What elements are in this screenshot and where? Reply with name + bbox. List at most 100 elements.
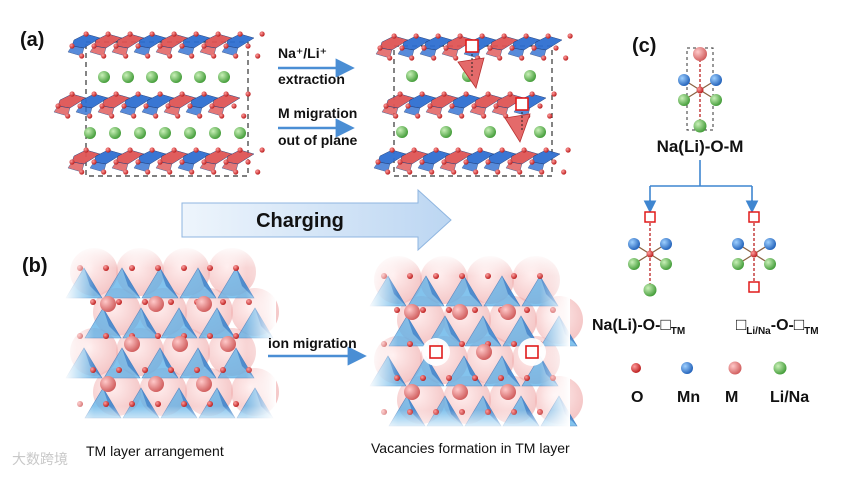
vacancy-square <box>515 97 529 111</box>
legend-label-0: O <box>631 389 643 406</box>
oxygen-atom <box>441 159 447 165</box>
oxygen-atom <box>171 31 177 37</box>
oxygen-atom <box>233 333 239 339</box>
oxygen-atom <box>507 91 513 97</box>
oxygen-atom <box>142 367 148 373</box>
alkali-ion <box>98 71 110 83</box>
legend-swatch-1 <box>681 362 693 374</box>
oxygen-atom <box>231 103 237 109</box>
alkali-atom <box>710 94 722 106</box>
oxygen-atom <box>103 333 109 339</box>
oxygen-atom <box>145 53 151 59</box>
alkali-ion <box>234 127 246 139</box>
oxygen-atom <box>113 91 119 97</box>
oxygen-atom <box>455 147 461 153</box>
oxygen-atom <box>165 103 171 109</box>
edge-fade <box>64 246 94 428</box>
oxygen-atom <box>443 45 449 51</box>
oxygen-atom <box>437 113 443 119</box>
oxygen-atom <box>517 169 523 175</box>
oxygen-atom <box>463 91 469 97</box>
oxygen-atom <box>121 103 127 109</box>
oxygen-atom <box>459 113 465 119</box>
arrow1-line2: extraction <box>278 71 345 87</box>
oxygen-atom <box>135 43 141 49</box>
alkali-ion <box>134 127 146 139</box>
oxygen-atom <box>215 147 221 153</box>
oxygen-atom <box>537 103 543 109</box>
oxygen-atom <box>157 91 163 97</box>
alkali-atom <box>732 258 744 270</box>
oxygen-atom <box>113 159 119 165</box>
oxygen-atom <box>545 33 551 39</box>
oxygen-atom <box>69 91 75 97</box>
oxygen-atom <box>209 103 215 109</box>
panel-b: (b) ion migration <box>22 246 583 432</box>
oxygen-atom <box>167 53 173 59</box>
arrow2-line1: M migration <box>278 105 357 121</box>
octahedron-shade <box>160 268 178 298</box>
oxygen-atom <box>477 147 483 153</box>
edge-fade <box>246 246 276 428</box>
oxygen-atom <box>171 147 177 153</box>
oxygen-atom <box>219 113 225 119</box>
legend-swatch-2 <box>728 361 742 375</box>
m-cation <box>148 296 164 312</box>
oxygen-atom <box>449 103 455 109</box>
oxygen-atom <box>207 333 213 339</box>
vacancy-square <box>644 211 656 223</box>
oxygen-atom <box>471 103 477 109</box>
oxygen-atom <box>547 113 553 119</box>
oxygen-atom <box>563 55 569 61</box>
ion-migration-label: ion migration <box>268 335 357 351</box>
alkali-ion-layers <box>84 71 246 139</box>
oxygen-atom <box>399 45 405 51</box>
oxygen-atom <box>187 103 193 109</box>
m-cation <box>404 384 420 400</box>
oxygen-atom <box>435 33 441 39</box>
alkali-atom <box>660 258 672 270</box>
legend-swatch-3 <box>773 361 787 375</box>
m-atom <box>693 47 707 61</box>
oxygen-atom <box>189 53 195 59</box>
oxygen-atom <box>529 159 535 165</box>
oxygen-atom <box>255 169 261 175</box>
oxygen-atom <box>459 341 465 347</box>
migrated-m-octahedron <box>457 57 485 89</box>
oxygen-atom <box>646 250 654 258</box>
oxygen-atom <box>457 33 463 39</box>
oxygen-atom <box>441 91 447 97</box>
oxygen-atom <box>91 43 97 49</box>
oxygen-atom <box>259 147 265 153</box>
oxygen-atom <box>561 169 567 175</box>
vacancy-square <box>429 345 443 359</box>
octahedron-shade <box>103 308 121 338</box>
alkali-ion <box>84 127 96 139</box>
oxygen-atom <box>233 169 239 175</box>
oxygen-atom <box>145 169 151 175</box>
oxygen-atom <box>155 333 161 339</box>
oxygen-atom <box>223 91 229 97</box>
oxygen-atom <box>397 159 403 165</box>
tm-layer-middle <box>381 91 557 119</box>
octahedron-shade <box>407 316 425 346</box>
alkali-ion <box>396 126 408 138</box>
m-cation <box>404 304 420 320</box>
oxygen-atom <box>87 113 93 119</box>
oxygen-atom <box>419 91 425 97</box>
oxygen-atom <box>129 401 135 407</box>
oxygen-atom <box>135 91 141 97</box>
oxygen-atom <box>245 159 251 165</box>
oxygen-atom <box>153 113 159 119</box>
caption-vacancies: Vacancies formation in TM layer <box>371 440 570 456</box>
oxygen-atom <box>77 103 83 109</box>
layered-structure-charged <box>373 33 573 177</box>
vacancy-square <box>465 39 479 53</box>
oxygen-atom <box>55 103 61 109</box>
watermark-logo: 大数跨境 <box>12 452 68 468</box>
oxygen-atom <box>479 33 485 39</box>
m-cation <box>220 336 236 352</box>
octahedron-shade <box>464 276 482 306</box>
m-cation <box>148 376 164 392</box>
